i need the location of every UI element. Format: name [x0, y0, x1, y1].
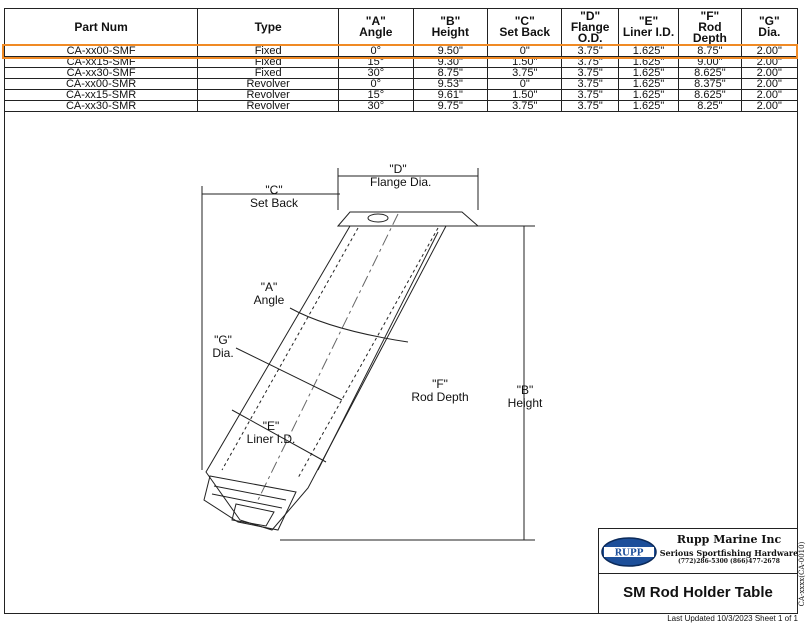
label-f-code: "F" [432, 377, 448, 391]
label-f-name: Rod Depth [411, 390, 469, 404]
column-header-text: Depth [692, 30, 727, 45]
dim-e-line [231, 409, 327, 463]
footer-note: Last Updated 10/3/2023 Sheet 1 of 1 [667, 614, 798, 623]
label-g-code: "G" [214, 333, 232, 347]
dim-g-line [235, 347, 343, 401]
table-cell: Revolver [197, 100, 340, 112]
label-g: "G"Dia. [206, 334, 240, 360]
column-header-text: "B" [440, 14, 461, 28]
bottom-fitting [203, 475, 297, 531]
column-header-text: "A" [365, 14, 386, 28]
tube-left-wall-inner [221, 227, 359, 471]
label-e: "E"Liner I.D. [240, 420, 302, 446]
drawing-number: CA-xxxx(CA-0010) [796, 536, 808, 616]
tube-centerline [257, 213, 399, 501]
label-a-name: Angle [253, 293, 285, 307]
column-header-text: Flange [570, 19, 610, 34]
company-phones: (772)286-5300 (866)477-2678 [678, 558, 780, 565]
dim-f-line [317, 231, 439, 471]
label-d: "D"Flange Dia. [370, 162, 431, 189]
column-header-text: Rod [698, 19, 722, 34]
label-c: "C"Set Back [244, 184, 304, 210]
column-header-text: O.D. [577, 30, 603, 45]
company-tagline: Serious Sportfishing Hardware [659, 548, 799, 558]
table-cell: 30° [338, 100, 414, 112]
drawing-title: SM Rod Holder Table [623, 584, 773, 601]
column-header: Type [197, 8, 340, 46]
column-header-text: Set Back [499, 25, 551, 39]
column-header-text: Dia. [758, 25, 781, 39]
label-a-code: "A" [260, 280, 278, 294]
drawing-number-text: CA-xxxx(CA-0010) [798, 541, 806, 607]
label-b: "B"Height [502, 384, 548, 410]
table-header-row: Part Num Type "A"Angle "B"Height "C"Set Back… [3, 8, 799, 46]
tube-right-wall-inner [297, 227, 439, 479]
label-f: "F"Rod Depth [404, 378, 476, 404]
highlighted-row-outline [2, 44, 798, 59]
table-cell: CA-xx30-SMR [3, 100, 199, 112]
label-g-name: Dia. [212, 346, 234, 360]
label-d-name: Flange Dia. [370, 175, 432, 189]
label-c-name: Set Back [249, 196, 299, 210]
label-a: "A"Angle [248, 281, 290, 307]
column-header-text: "D" [580, 8, 601, 23]
dim-a-arc [289, 307, 409, 343]
logo-text: RUPP [615, 549, 644, 559]
flange-screw-hole [367, 213, 389, 223]
table-cell: 2.00" [740, 100, 799, 112]
rupp-logo-icon: RUPP [601, 537, 657, 567]
label-b-name: Height [507, 396, 543, 410]
label-b-code: "B" [516, 383, 534, 397]
title-block-company: RUPP Rupp Marine Inc Serious Sportfishin… [599, 529, 799, 574]
label-d-code: "D" [389, 162, 407, 176]
column-header-text: "C" [514, 14, 535, 28]
table-cell: 9.75" [412, 100, 489, 112]
label-e-name: Liner I.D. [246, 432, 296, 446]
bottom-fitting-detail [211, 485, 287, 527]
column-header-text: Angle [359, 25, 393, 39]
column-header-text: Liner I.D. [622, 25, 675, 39]
column-header-text: Height [431, 25, 469, 39]
label-c-code: "C" [265, 183, 283, 197]
column-header-text: Part Num [74, 19, 128, 34]
table-cell: 3.75" [487, 100, 563, 112]
column-header-text: "F" [700, 8, 720, 23]
title-block: RUPP Rupp Marine Inc Serious Sportfishin… [598, 528, 798, 614]
column-header: "E"Liner I.D. [617, 8, 680, 46]
column-header-text: "G" [758, 14, 780, 28]
label-e-code: "E" [262, 419, 280, 433]
column-header-text: "E" [638, 14, 659, 28]
company-name: Rupp Marine Inc [676, 533, 782, 546]
specification-table: Part Num Type "A"Angle "B"Height "C"Set Back… [3, 8, 799, 112]
column-header: "G"Dia. [740, 8, 799, 46]
flange-outline [336, 211, 480, 227]
column-header-text: Type [254, 19, 282, 34]
column-header: "C"Set Back [487, 8, 563, 46]
